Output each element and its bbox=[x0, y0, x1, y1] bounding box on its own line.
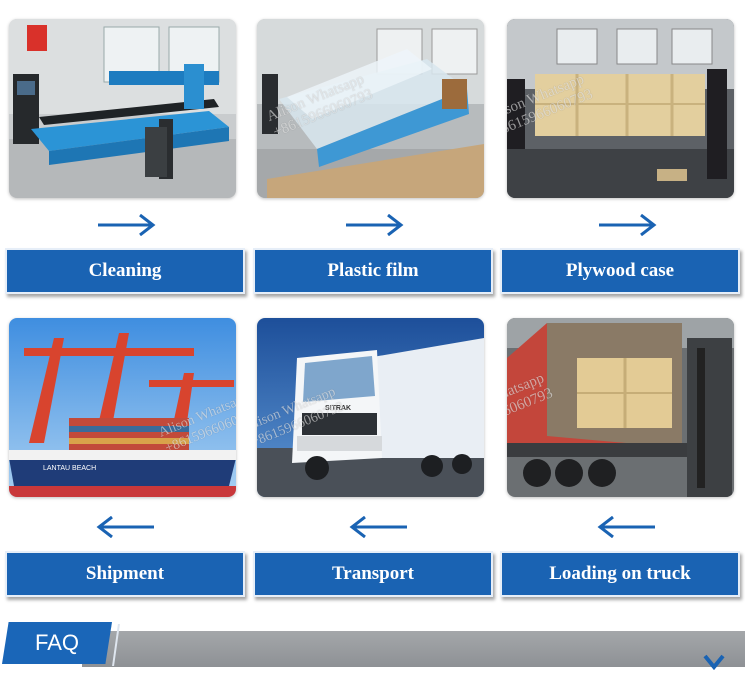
step-label-loading-on-truck: Loading on truck bbox=[500, 551, 740, 597]
photo-cleaning bbox=[9, 19, 236, 198]
arrow-left-icon bbox=[597, 516, 657, 538]
chevron-down-icon[interactable] bbox=[703, 654, 725, 670]
arrow-right-icon bbox=[96, 214, 156, 236]
photo-plywood-case: Alison Whatsapp +8615966060793 bbox=[507, 19, 734, 198]
arrow-left-icon bbox=[96, 516, 156, 538]
photo-transport: SITRAK Alison Whatsapp +8615966060793 bbox=[257, 318, 484, 497]
arrow-left-icon bbox=[349, 516, 409, 538]
photo-plastic-film: Alison Whatsapp +8615966060793 bbox=[257, 19, 484, 198]
ship-name-text: LANTAU BEACH bbox=[43, 465, 96, 472]
step-label-transport: Transport bbox=[253, 551, 493, 597]
photo-shipment: LANTAU BEACH Alison Whatsapp +8615966060… bbox=[9, 318, 236, 497]
step-label-plastic-film: Plastic film bbox=[253, 248, 493, 294]
faq-bar bbox=[82, 631, 745, 667]
faq-title[interactable]: FAQ bbox=[2, 622, 112, 664]
arrow-right-icon bbox=[344, 214, 404, 236]
photo-loading-on-truck: Alison Whatsapp +8615966060793 bbox=[507, 318, 734, 497]
step-label-shipment: Shipment bbox=[5, 551, 245, 597]
arrow-right-icon bbox=[597, 214, 657, 236]
truck-brand-text: SITRAK bbox=[325, 405, 351, 412]
step-label-cleaning: Cleaning bbox=[5, 248, 245, 294]
step-label-plywood-case: Plywood case bbox=[500, 248, 740, 294]
